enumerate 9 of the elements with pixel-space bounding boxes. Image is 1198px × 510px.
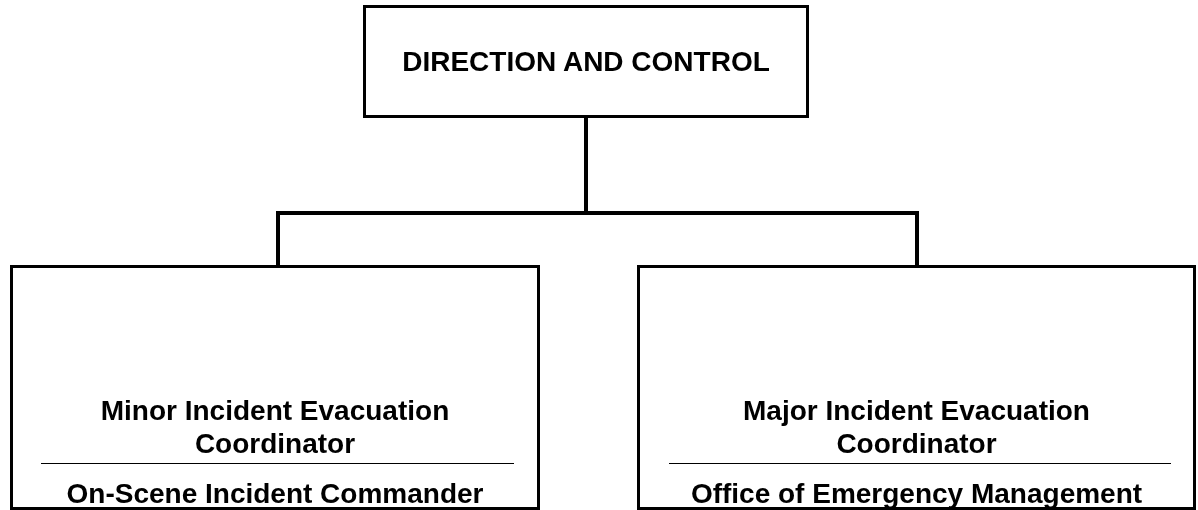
box-heading: DIRECTION AND CONTROL <box>402 44 770 79</box>
role-box <box>10 265 540 510</box>
role-assignment: On-Scene Incident Commander <box>65 480 485 508</box>
role-title: Minor Incident Evacuation Coordinator <box>99 394 451 460</box>
role-assignment: Office of Emergency Management <box>689 480 1144 508</box>
role-box <box>637 265 1196 510</box>
title-box <box>363 5 809 118</box>
role-title: Major Incident Evacuation Coordinator <box>742 394 1091 460</box>
connector-line <box>584 118 919 265</box>
